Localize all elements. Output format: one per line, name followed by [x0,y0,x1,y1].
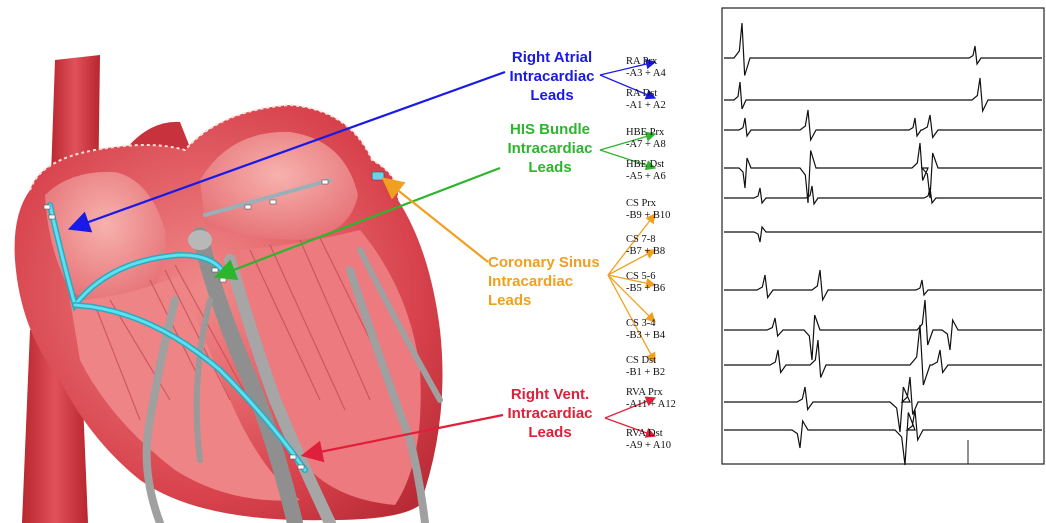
ecg-frame [722,8,1044,464]
